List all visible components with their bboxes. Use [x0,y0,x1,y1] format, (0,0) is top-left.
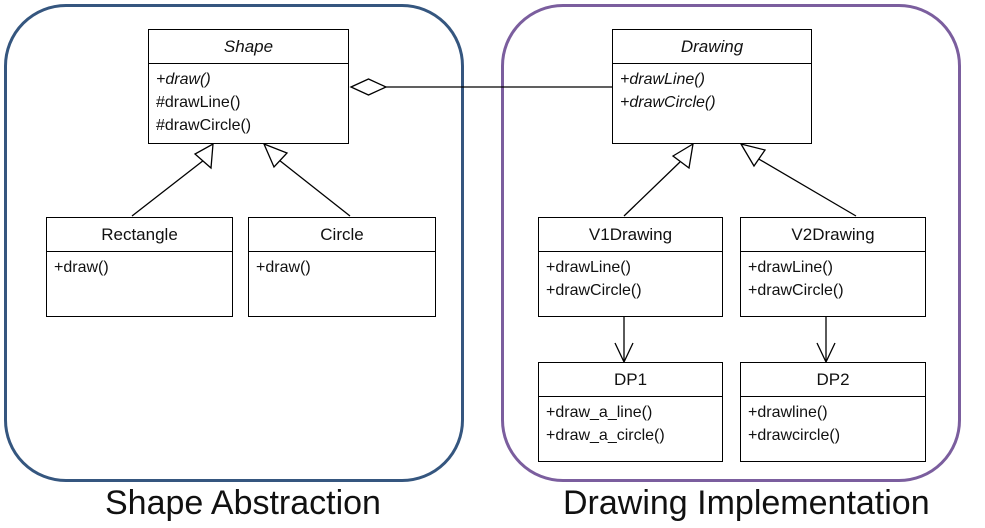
class-operations: +drawline() +drawcircle() [741,397,925,447]
generalization-arrowhead [262,142,289,169]
operation: +drawCircle() [748,282,844,299]
class-operations: +draw() [249,252,435,279]
shape-abstraction-group [4,4,464,482]
class-operations: +draw() #drawLine() #drawCircle() [149,64,348,137]
generalization-arrowhead [739,142,767,168]
caption-shape-abstraction: Shape Abstraction [105,484,381,522]
generalization-arrowhead [671,142,694,170]
operation: +drawLine() [546,259,631,276]
operation: +draw() [156,71,211,88]
generalization-rectangle-to-shape [131,142,214,217]
class-name: DP2 [741,363,925,397]
operation: +drawCircle() [546,282,642,299]
generalization-circle-to-shape [262,142,351,217]
generalization-line [756,157,857,217]
operation: +draw_a_circle() [546,427,665,444]
class-rectangle[interactable]: Rectangle +draw() [46,217,233,317]
generalization-v2drawing-to-drawing [739,142,857,217]
operation: +draw() [256,259,311,276]
generalization-line [623,161,681,217]
class-name: Rectangle [47,218,232,252]
dependency-v1drawing-to-dp1 [614,317,634,364]
aggregation-drawing-to-shape [349,78,612,96]
generalization-line [131,159,205,217]
class-v1drawing[interactable]: V1Drawing +drawLine() +drawCircle() [538,217,723,317]
drawing-implementation-group [501,4,961,482]
caption-drawing-implementation: Drawing Implementation [563,484,930,522]
class-operations: +drawLine() +drawCircle() [613,64,811,114]
class-name: Shape [149,30,348,64]
class-name: Drawing [613,30,811,64]
class-name: V2Drawing [741,218,925,252]
operation: +drawCircle() [620,94,716,111]
operation: +draw_a_line() [546,404,653,421]
class-name: DP1 [539,363,722,397]
class-operations: +draw() [47,252,232,279]
class-drawing[interactable]: Drawing +drawLine() +drawCircle() [612,29,812,144]
generalization-v1drawing-to-drawing [623,142,694,217]
class-dp1[interactable]: DP1 +draw_a_line() +draw_a_circle() [538,362,723,462]
class-name: V1Drawing [539,218,722,252]
generalization-line [278,159,351,217]
class-circle[interactable]: Circle +draw() [248,217,436,317]
operation: #drawLine() [156,94,241,111]
class-dp2[interactable]: DP2 +drawline() +drawcircle() [740,362,926,462]
operation: +drawline() [748,404,828,421]
dependency-v2drawing-to-dp2 [816,317,836,364]
class-name: Circle [249,218,435,252]
operation: +drawcircle() [748,427,841,444]
class-shape[interactable]: Shape +draw() #drawLine() #drawCircle() [148,29,349,144]
aggregation-diamond [349,78,388,96]
class-operations: +drawLine() +drawCircle() [539,252,722,302]
class-operations: +drawLine() +drawCircle() [741,252,925,302]
class-v2drawing[interactable]: V2Drawing +drawLine() +drawCircle() [740,217,926,317]
operation: #drawCircle() [156,117,252,134]
operation: +drawLine() [748,259,833,276]
generalization-arrowhead [193,142,214,170]
operation: +draw() [54,259,109,276]
class-operations: +draw_a_line() +draw_a_circle() [539,397,722,447]
operation: +drawLine() [620,71,705,88]
